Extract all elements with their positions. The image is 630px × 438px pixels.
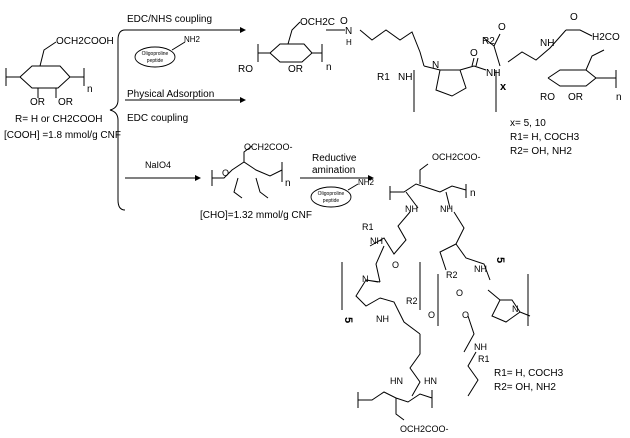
peptide1-line1: Oligoproline: [142, 51, 169, 57]
edc-nhs-label: EDC/NHS coupling: [127, 14, 212, 25]
top-och2c-label: OCH2C: [300, 17, 335, 28]
dial-n-label: n: [285, 178, 291, 189]
start-or-label-2: OR: [58, 97, 73, 108]
start-n-label: n: [87, 84, 93, 95]
bot-o-right-label: O: [456, 288, 463, 298]
top-or1-label: OR: [288, 64, 303, 75]
dial-coo-label: OCH2COO-: [244, 142, 293, 152]
bot-nh-r-label: NH: [440, 204, 453, 214]
bot-o-mid-label: O: [428, 310, 435, 320]
top-o-pro-label: O: [470, 48, 478, 59]
peptide1-line2: peptide: [147, 58, 164, 64]
bot-hn-l-label: HN: [390, 376, 403, 386]
top-o1-label: O: [340, 16, 348, 27]
bot-5b-label: 5: [494, 257, 506, 263]
peptide1-nh2: NH2: [184, 35, 201, 44]
cooh-content: [COOH] =1.8 mmol/g CNF: [4, 130, 121, 141]
bot-r2-mid-label: R2: [406, 296, 418, 306]
top-n-label: N: [345, 26, 352, 37]
start-or-label-1: OR: [30, 97, 45, 108]
top-nh3-label: NH: [540, 38, 554, 49]
r-definition: R= H or CH2COOH: [15, 114, 103, 125]
bot-n-label: n: [470, 188, 476, 199]
bot-5a-label: 5: [342, 317, 354, 323]
top-nh-a-label: NH: [398, 72, 412, 83]
start-substituent-label: OCH2COOH: [56, 36, 114, 47]
bottom-product-structure: [341, 163, 531, 421]
top-ro1-label: RO: [238, 64, 253, 75]
top-r1-label: R1: [377, 72, 390, 83]
dialdehyde-structure: [211, 145, 283, 199]
bot-n-pro2-label: N: [512, 304, 519, 314]
arrowhead-reductive: [368, 175, 374, 181]
peptide-reagent-2: Oligoproline peptide NH2: [310, 178, 375, 208]
bot-nh-top-label: NH: [370, 236, 383, 246]
cho-content: [CHO]=1.32 mmol/g CNF: [200, 210, 312, 221]
legend1-x: x= 5, 10: [510, 118, 546, 129]
legend2-r2: R2= OH, NH2: [494, 382, 556, 393]
edc-coupling-label: EDC coupling: [127, 113, 188, 124]
peptide2-line2: peptide: [323, 198, 340, 204]
bot-r1-top-label: R1: [362, 222, 374, 232]
arrowhead-edc-nhs: [240, 27, 246, 33]
arrowhead-adsorption: [240, 97, 246, 103]
bot-nh-l-label: NH: [405, 204, 418, 214]
legend1-r2: R2= OH, NH2: [510, 146, 572, 157]
naio4-label: NaIO4: [145, 160, 171, 170]
peptide-reagent-1: Oligoproline peptide NH2: [134, 35, 201, 68]
top-n2-label: n: [616, 92, 622, 103]
bot-o-pro2-label: O: [462, 310, 469, 320]
top-nh2-label: NH: [486, 68, 500, 79]
top-n-pro-label: N: [432, 60, 439, 71]
bot-o-pro1-label: O: [392, 260, 399, 270]
legend2-r1: R1= H, COCH3: [494, 368, 564, 379]
bot-coo-bottom-label: OCH2COO-: [400, 424, 449, 434]
top-product-structure: [257, 21, 617, 112]
bot-nh-mid-label: NH: [376, 314, 389, 324]
legend1-r1: R1= H, COCH3: [510, 132, 580, 143]
starting-cellulose-structure: OCH2COOH OR OR n: [5, 36, 114, 108]
top-or2-label: OR: [568, 92, 583, 103]
dial-o-label: O: [222, 168, 229, 178]
bot-nh-low-label: NH: [474, 342, 487, 352]
bot-coo-top-label: OCH2COO-: [432, 152, 481, 162]
top-h-label: H: [346, 38, 352, 47]
bot-r2-right-label: R2: [446, 270, 458, 280]
top-r2-label: R2: [482, 36, 495, 47]
bot-hn-r-label: HN: [424, 376, 437, 386]
bot-n-pro1-label: N: [362, 274, 369, 284]
top-h2co-label: H2CO: [592, 32, 620, 43]
branch-brace: [109, 29, 126, 211]
amination-label: amination: [312, 165, 355, 176]
top-o3-label: O: [570, 12, 578, 23]
bot-nh-right-label: NH: [474, 264, 487, 274]
arrowhead-naio4: [195, 175, 201, 181]
bot-r1-low-label: R1: [478, 354, 490, 364]
peptide2-line1: Oligoproline: [318, 191, 345, 197]
top-x-label: x: [500, 81, 507, 93]
physical-adsorption-label: Physical Adsorption: [127, 89, 214, 100]
top-ro2-label: RO: [540, 92, 555, 103]
top-o2-label: O: [498, 22, 506, 33]
reductive-label: Reductive: [312, 153, 357, 164]
peptide2-nh2: NH2: [358, 178, 375, 187]
top-n1-label: n: [326, 62, 332, 73]
